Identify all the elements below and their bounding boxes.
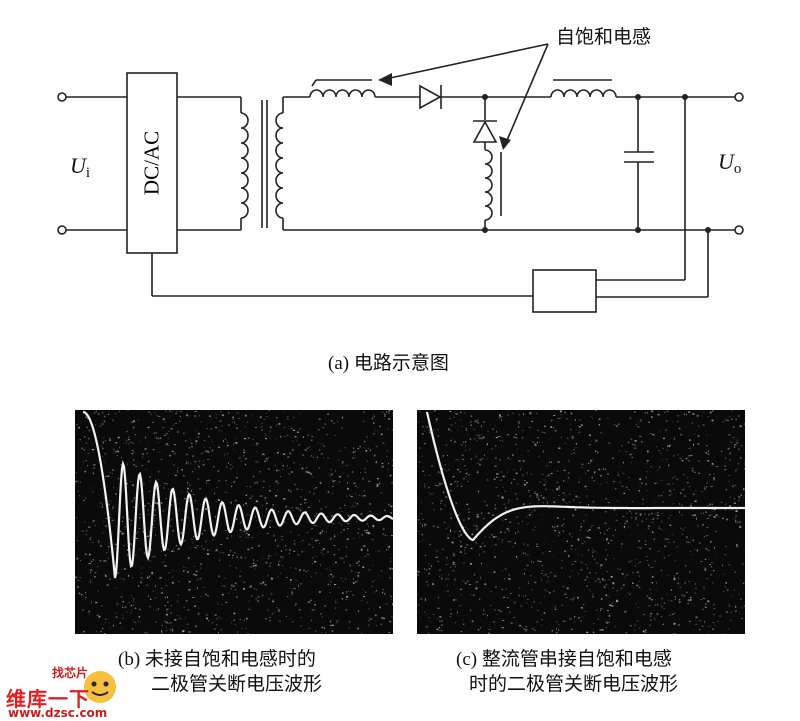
transformer-primary <box>240 112 249 219</box>
junction-dot <box>635 227 641 233</box>
junction-dot <box>705 227 711 233</box>
input-terminal-top <box>57 92 67 102</box>
scope-panel-b <box>75 410 393 634</box>
annotation-arrow-right <box>504 43 549 146</box>
saturable-inductor-shunt <box>484 149 493 221</box>
waveform-c <box>425 411 745 542</box>
junction-dot <box>482 227 488 233</box>
input-terminal-bottom <box>57 225 67 235</box>
caption-c-line2: 时的二极管关断电压波形 <box>469 674 679 695</box>
control-block <box>532 269 597 313</box>
caption-c-line1: (c) 整流管串接自饱和电感 <box>456 649 672 670</box>
input-voltage-label: Ui <box>70 153 91 181</box>
watermark-logo-text: 找芯片 <box>52 666 89 680</box>
watermark-brand: 维库一下 <box>6 687 90 711</box>
saturable-inductor-annotation: 自饱和电感 <box>556 26 652 48</box>
junction-dot <box>635 94 641 100</box>
waveform-b <box>82 410 393 579</box>
annotation-arrow-left <box>389 43 549 79</box>
output-inductor <box>550 89 617 98</box>
circuit-caption: (a) 电路示意图 <box>328 353 449 374</box>
junction-dot <box>682 94 688 100</box>
arrowhead <box>499 136 511 150</box>
scope-panel-c <box>417 410 745 634</box>
arrowhead <box>378 73 392 86</box>
junction-dot <box>482 94 488 100</box>
output-voltage-label: Uo <box>718 149 742 177</box>
output-terminal-bottom <box>734 225 744 235</box>
dcac-label: DC/AC <box>139 130 164 196</box>
series-diode <box>419 84 442 110</box>
output-terminal-top <box>734 92 744 102</box>
freewheel-diode <box>472 120 498 143</box>
watermark-logo-icon <box>84 671 116 703</box>
caption-b-line1: (b) 未接自饱和电感时的 <box>118 649 316 670</box>
caption-b-line2: 二极管关断电压波形 <box>151 674 323 695</box>
saturable-inductor-series <box>309 89 376 98</box>
transformer-secondary <box>275 112 284 219</box>
watermark-url: www.dzsc.com <box>8 706 108 720</box>
circuit-diagram <box>57 43 744 313</box>
